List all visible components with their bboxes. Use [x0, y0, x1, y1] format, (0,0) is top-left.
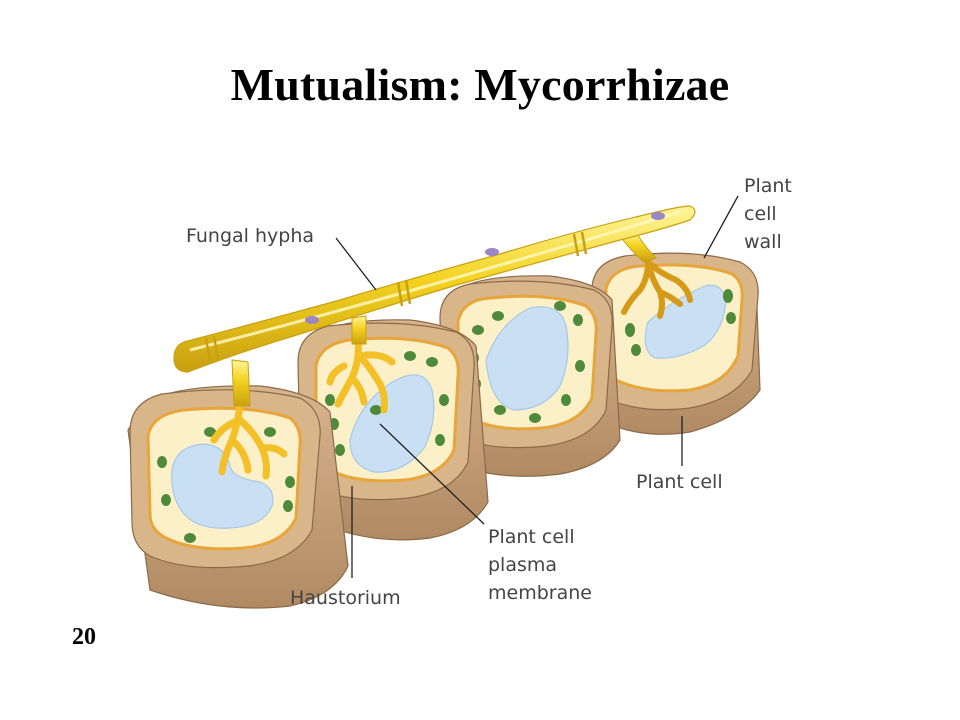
haustorium-2 [326, 336, 396, 414]
haustorium-4 [621, 259, 693, 319]
label-haustorium: Haustorium [290, 587, 401, 609]
plant-cell-2 [297, 319, 489, 541]
label-plant-cell: Plant cell [636, 471, 723, 493]
plant-cell-1 [127, 385, 349, 609]
hypha-nuclei [305, 212, 665, 324]
label-plant-cell-wall-3: wall [744, 231, 782, 253]
label-plasma-membrane-1: Plant cell [488, 526, 575, 548]
haustorium-1 [210, 400, 288, 480]
plant-cell-4 [591, 252, 761, 435]
label-fungal-hypha: Fungal hypha [186, 225, 314, 247]
slide-title: Mutualism: Mycorrhizae [230, 59, 730, 110]
plant-cell-3 [439, 275, 621, 477]
fungal-hypha [173, 205, 696, 407]
label-plant-cell-wall-2: cell [744, 203, 777, 225]
slide-number: 20 [72, 624, 96, 650]
leader-lines [335, 195, 739, 578]
label-plasma-membrane-3: membrane [488, 582, 592, 604]
label-plant-cell-wall-1: Plant [744, 175, 792, 197]
label-plasma-membrane-2: plasma [488, 554, 557, 576]
